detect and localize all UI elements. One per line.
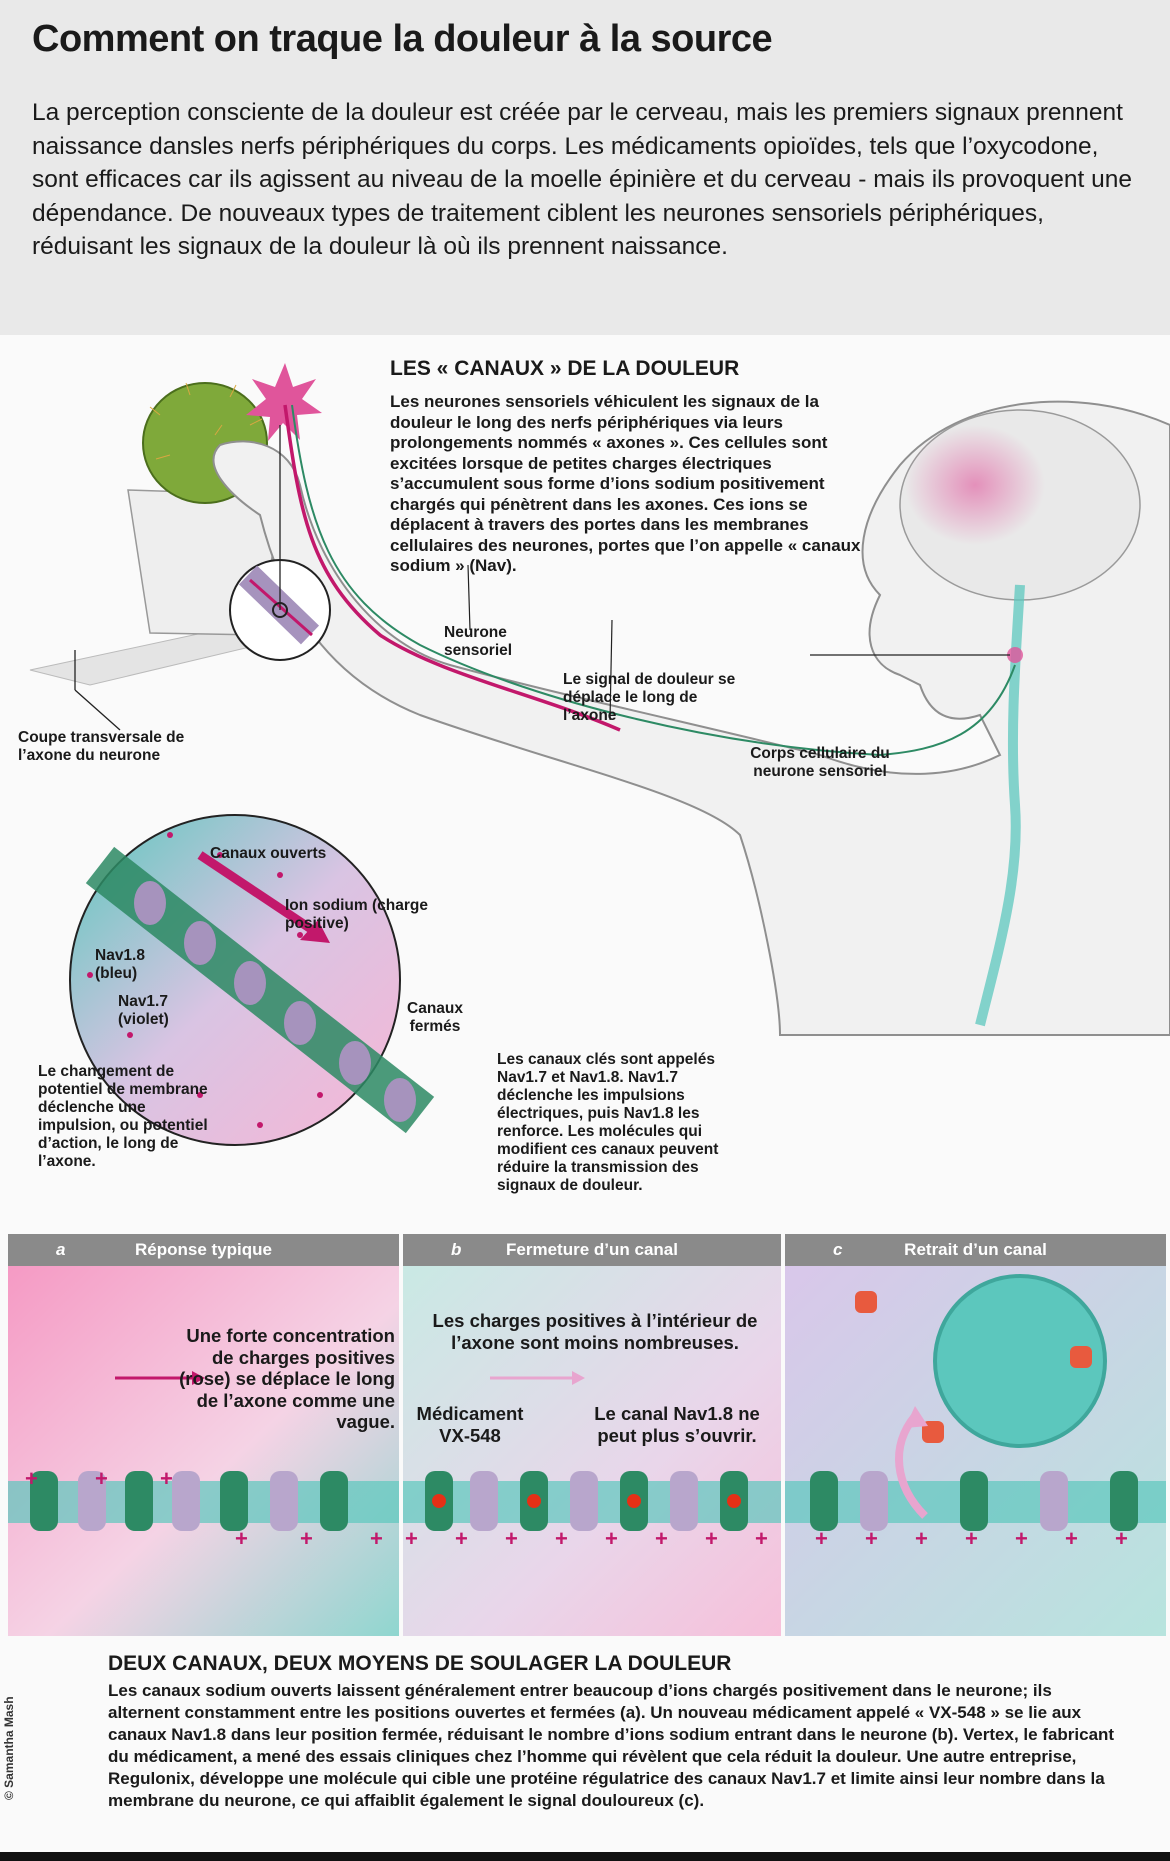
bottom-bar <box>0 1852 1170 1861</box>
main-illustration <box>29 363 1170 1146</box>
svg-text:+: + <box>1065 1526 1078 1551</box>
panel-c-header: c Retrait d’un canal <box>785 1234 1166 1266</box>
label-nav17: Nav1.7 (violet) <box>118 993 169 1028</box>
channels-text: Les neurones sensoriels véhiculent les s… <box>390 392 861 575</box>
vesicle <box>933 1274 1107 1448</box>
svg-text:+: + <box>370 1526 383 1551</box>
svg-text:+: + <box>455 1526 468 1551</box>
cell-body <box>1007 647 1023 663</box>
label-neurone-sensoriel: Neurone sensoriel <box>444 624 513 659</box>
panel-b-header: b Fermeture d’un canal <box>403 1234 781 1266</box>
panel-a-bg <box>8 1266 399 1636</box>
panel-a-text: Une forte concentration de charges posit… <box>179 1325 395 1432</box>
svg-text:+: + <box>555 1526 568 1551</box>
label-coupe: Coupe transversale de l’axone du neurone <box>18 729 185 764</box>
svg-text:+: + <box>865 1526 878 1551</box>
brain-glow <box>905 425 1045 545</box>
svg-text:+: + <box>705 1526 718 1551</box>
svg-text:+: + <box>655 1526 668 1551</box>
svg-text:+: + <box>755 1526 768 1551</box>
svg-text:+: + <box>915 1526 928 1551</box>
svg-text:+: + <box>25 1466 38 1491</box>
svg-text:+: + <box>160 1466 173 1491</box>
svg-text:+: + <box>235 1526 248 1551</box>
pain-star <box>246 363 322 441</box>
label-canaux-cles: Les canaux clés sont appelés Nav1.7 et N… <box>497 1051 719 1194</box>
channels-heading: LES « CANAUX » DE LA DOULEUR <box>390 357 740 380</box>
svg-text:+: + <box>1115 1526 1128 1551</box>
svg-text:+: + <box>95 1466 108 1491</box>
label-changement: Le changement de potentiel de membrane d… <box>38 1063 208 1170</box>
bottom-heading: DEUX CANAUX, DEUX MOYENS DE SOULAGER LA … <box>108 1652 732 1675</box>
signal-arrow <box>197 851 323 939</box>
svg-text:+: + <box>300 1526 313 1551</box>
label-canaux-ouverts: Canaux ouverts <box>210 845 327 862</box>
svg-text:+: + <box>815 1526 828 1551</box>
panel-b-text: Les charges positives à l’intérieur de l… <box>432 1310 758 1353</box>
panel-b-drug: Médicament VX-548 <box>416 1403 524 1446</box>
svg-text:+: + <box>965 1526 978 1551</box>
label-corps-cellulaire: Corps cellulaire du neurone sensoriel <box>750 745 890 780</box>
label-ion-sodium: Ion sodium (charge positive) <box>285 897 428 932</box>
header-band <box>0 0 1170 335</box>
svg-text:+: + <box>505 1526 518 1551</box>
svg-text:+: + <box>405 1526 418 1551</box>
svg-text:+: + <box>1015 1526 1028 1551</box>
panels-illustration: + + + + + + + + + + + + + + + + + + + + + <box>8 1266 1166 1636</box>
label-signal: Le signal de douleur se déplace le long … <box>563 671 736 724</box>
sensory-nerve-teal <box>291 404 1016 757</box>
credit: © Samantha Mash <box>2 1696 16 1800</box>
label-canaux-fermes: Canaux fermés <box>407 1000 463 1035</box>
panel-b-canal: Le canal Nav1.8 ne peut plus s’ouvrir. <box>594 1403 760 1446</box>
bottom-text: Les canaux sodium ouverts laissent génér… <box>108 1681 1115 1810</box>
panel-a-header: a Réponse typique <box>8 1234 399 1266</box>
svg-text:+: + <box>605 1526 618 1551</box>
label-nav18: Nav1.8 (bleu) <box>95 947 145 982</box>
sensory-nerve <box>283 404 621 732</box>
intro-text: La perception consciente de la douleur e… <box>32 99 1132 260</box>
page-title: Comment on traque la douleur à la source <box>32 18 773 60</box>
panel-b-bg <box>403 1266 781 1636</box>
